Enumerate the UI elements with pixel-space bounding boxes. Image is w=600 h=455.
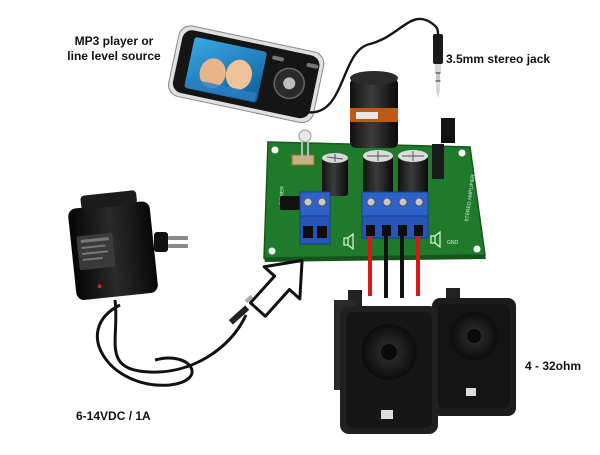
speaker-wires	[368, 236, 420, 298]
power-supply-label: 6-14VDC / 1A	[76, 409, 151, 423]
speaker-right	[432, 288, 516, 416]
speaker-terminal-block	[361, 191, 429, 239]
speaker-symbol-icon	[343, 230, 441, 251]
pcb-label-power: POWER	[279, 186, 286, 205]
amplifier-board: POWER STEREO AMPLIFIER GND	[263, 71, 486, 262]
pointer-arrow-icon	[248, 258, 304, 318]
speaker-left	[334, 290, 438, 434]
power-jack	[280, 196, 300, 210]
mp3-player	[168, 25, 325, 124]
power-terminal-block	[299, 191, 331, 245]
speaker-impedance-label: 4 - 32ohm	[525, 359, 582, 373]
mp3-source-label-line1: MP3 player or	[74, 34, 154, 48]
mp3-source-label-line2: line level source	[67, 49, 161, 63]
power-adapter	[68, 190, 254, 387]
stereo-jack-icon	[433, 34, 443, 98]
pcb-label-gnd: GND	[447, 240, 459, 246]
stereo-jack-label: 3.5mm stereo jack	[446, 52, 551, 66]
audio-cable	[305, 17, 440, 114]
